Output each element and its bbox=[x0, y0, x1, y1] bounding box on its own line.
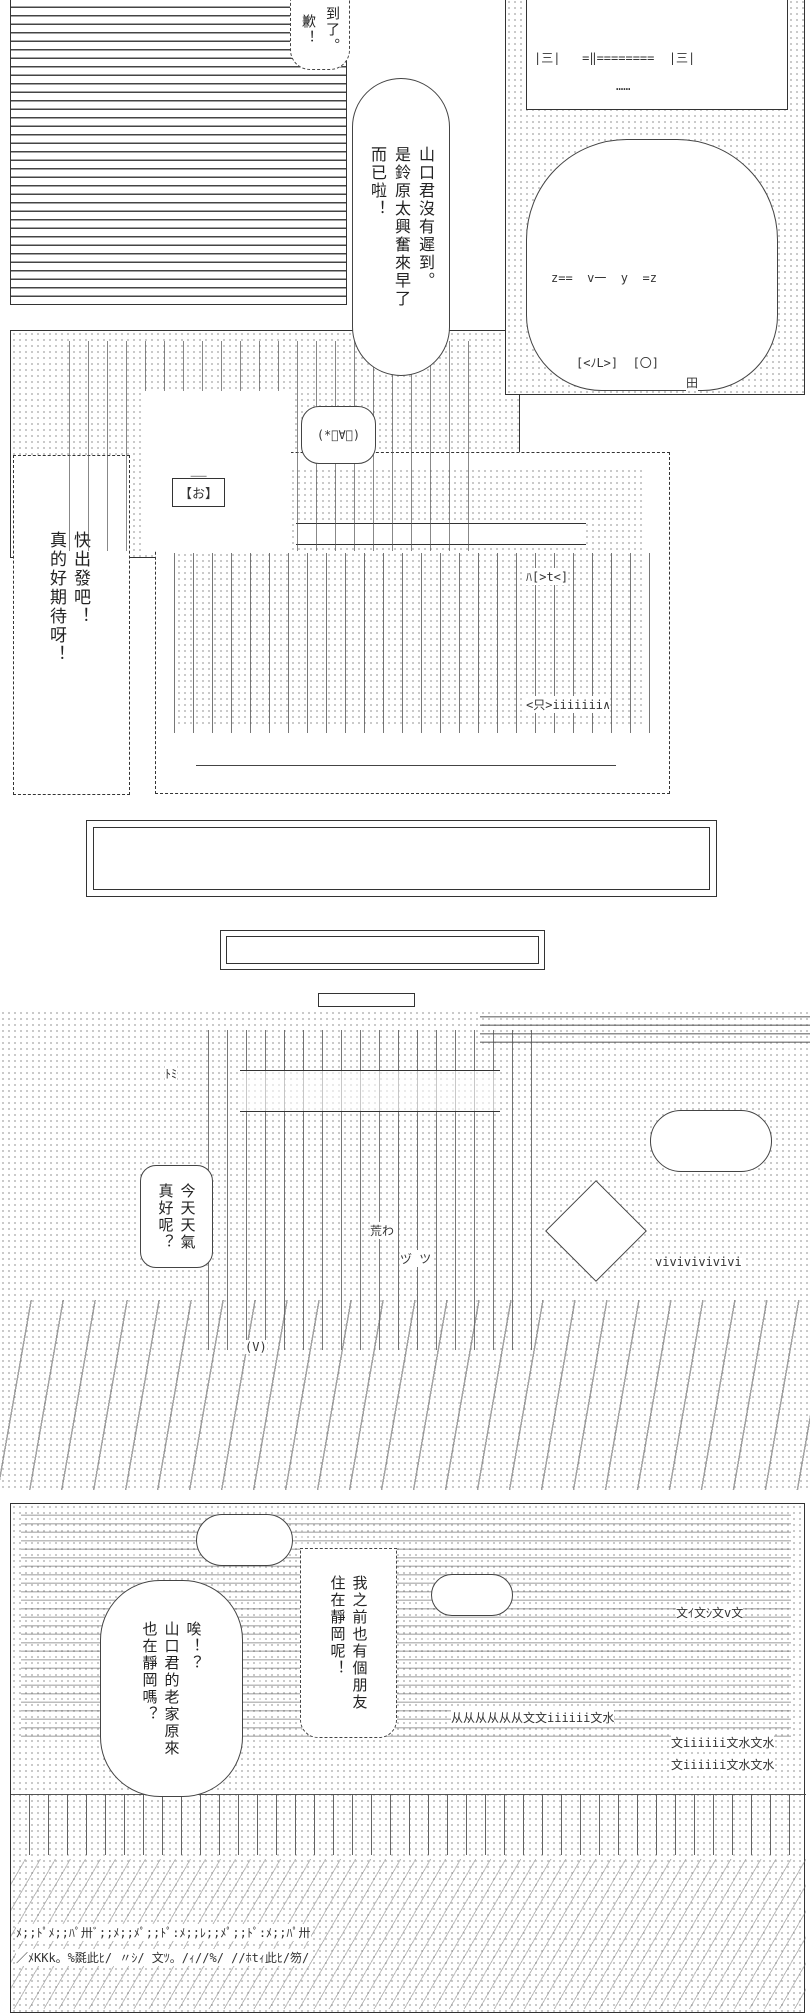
panel-character-right: |三| =‖======== |三| …… z== v一 y =z [<ﾉL>]… bbox=[505, 0, 805, 395]
caption-text: 快出發吧！ 真的好期待呀！ bbox=[46, 531, 90, 664]
art-row: |三| =‖======== |三| bbox=[534, 49, 696, 66]
art-row: z== v一 y =z bbox=[551, 269, 657, 286]
speech-bubble-yamaguchi: 山口君沒有遲到。 是鈴原太興奮來早了 而已啦！ bbox=[352, 78, 450, 376]
cloud bbox=[650, 1110, 772, 1172]
tree-label: 文ｲ文ｼ文v文 bbox=[676, 1604, 744, 1621]
tree-label: 从从从从从从文文iiiiii文水 bbox=[451, 1709, 615, 1726]
ground-text: ﾒ;;ﾄﾟﾒ;;ﾊﾟ卅ﾞ;;ﾒ;;ﾒﾟ;;ﾄﾟ:ﾒ;;ﾚ;;ﾒﾟ;;ﾄﾟ:ﾒ;;… bbox=[16, 1924, 311, 1941]
panel-face: (￣) (*ﾟ∀ﾟ) bbox=[10, 330, 520, 558]
speech-bubble-friend: 我之前也有個朋友 住在靜岡呢！ bbox=[300, 1548, 397, 1738]
ground-line bbox=[196, 765, 616, 766]
speech-bubble-question: 唉！？ 山口君的老家原來 也在靜岡嗎？ bbox=[100, 1580, 243, 1797]
speech-bubble-apology: 歉！ 到了。 bbox=[290, 0, 350, 70]
art-row: 田 bbox=[686, 374, 699, 391]
bubble-text: 歉！ bbox=[300, 14, 316, 46]
bubble-text: 唉！？ 山口君的老家原來 也在靜岡嗎？ bbox=[140, 1620, 203, 1757]
emote-text: (*ﾟ∀ﾟ) bbox=[316, 428, 361, 442]
scene-label: (V) bbox=[245, 1340, 267, 1354]
houses bbox=[11, 1794, 806, 1855]
bubble-text: 我之前也有個朋友 住在靜岡呢！ bbox=[328, 1575, 369, 1711]
panel-street-scene: ﾄﾐ 荒わ ヅ ツ vivivivivivi (V) bbox=[0, 1010, 810, 1490]
tree-label: 文iiiiii文水文水 bbox=[671, 1734, 775, 1751]
scene-label: ヅ ツ bbox=[400, 1250, 432, 1267]
ground-text: ／ﾒKKk。%毲此ﾋ/ 〃ｼ/ 文ﾂ。/ｨ//%/ //ﾎtｨ此ﾋ/笏/ bbox=[16, 1949, 310, 1966]
head-shape bbox=[526, 139, 778, 391]
bubble-text: 今天天氣 真好呢？ bbox=[156, 1182, 197, 1251]
roof bbox=[240, 1070, 500, 1112]
blank-panel bbox=[220, 930, 545, 970]
cloud bbox=[431, 1574, 513, 1616]
scene-label: vivivivivivi bbox=[655, 1255, 742, 1269]
station-label: ﾊ[>t<] bbox=[526, 568, 569, 585]
bubble-text: 山口君沒有遲到。 是鈴原太興奮來早了 而已啦！ bbox=[368, 146, 435, 308]
blank-panel bbox=[318, 993, 415, 1007]
blank-panel bbox=[86, 820, 717, 897]
scene-label: 荒わ bbox=[370, 1222, 395, 1239]
art-row: [<ﾉL>] [〇] bbox=[576, 354, 660, 371]
road bbox=[0, 1300, 810, 1490]
cloud bbox=[196, 1514, 293, 1566]
station-label: <只>iiiiiii∧ bbox=[526, 696, 611, 713]
scene-label: ﾄﾐ bbox=[165, 1065, 178, 1082]
diamond-sign bbox=[545, 1180, 647, 1282]
emote-bubble: (*ﾟ∀ﾟ) bbox=[301, 406, 376, 464]
art-row: …… bbox=[616, 79, 631, 93]
tree-label: 文iiiiii文水文水 bbox=[671, 1756, 775, 1773]
speech-bubble-weather: 今天天氣 真好呢？ bbox=[140, 1165, 213, 1268]
bubble-text: 到了。 bbox=[324, 6, 340, 54]
caption-wrap: 快出發吧！ 真的好期待呀！ bbox=[44, 531, 212, 668]
station-sign: 【お】 bbox=[172, 478, 226, 507]
